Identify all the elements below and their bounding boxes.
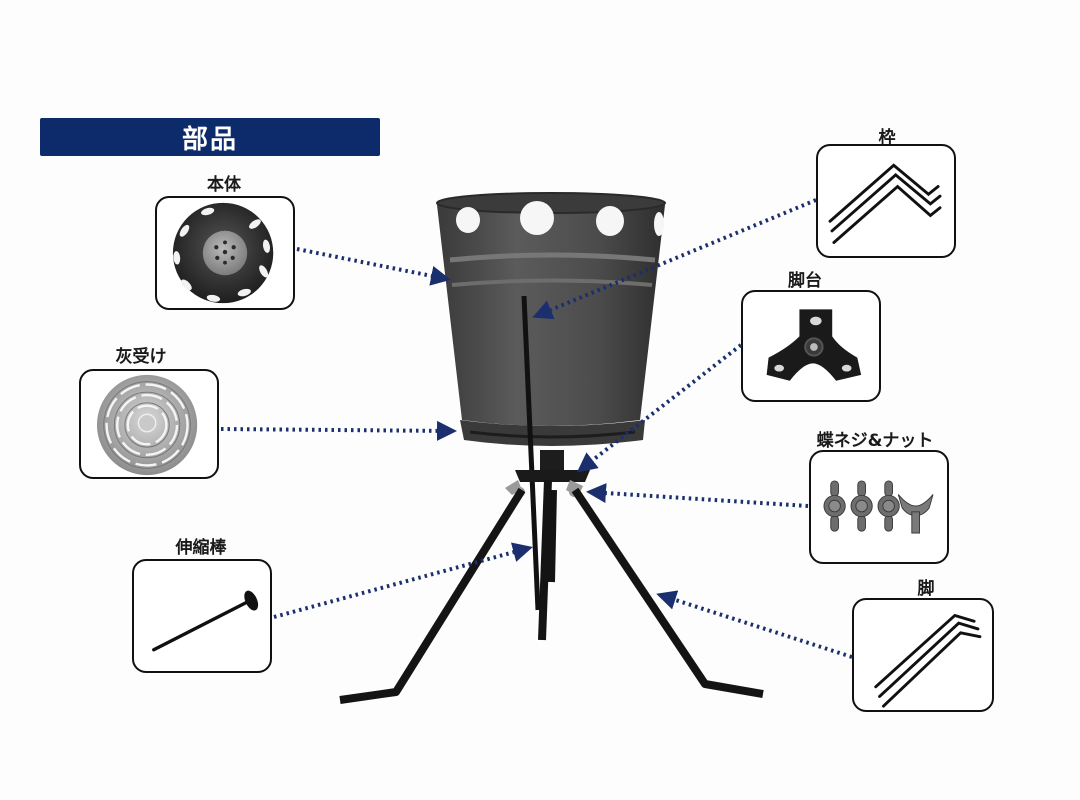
legs-wires-icon: [874, 613, 982, 708]
leader-ash-tray: [220, 420, 457, 441]
part-box-wing-screws: [809, 450, 949, 564]
part-box-leg-base: [741, 290, 881, 402]
frame-wires-icon: [828, 163, 942, 244]
part-label-leg-base: 脚台: [788, 271, 822, 291]
part-box-ash-tray: [79, 369, 219, 479]
part-box-legs: [852, 598, 994, 712]
leader-legs: [656, 590, 853, 659]
part-label-wing-screws: 蝶ネジ&ナット: [816, 431, 934, 451]
leader-wing-screws: [586, 483, 809, 508]
leader-body: [296, 247, 451, 286]
bucket-top-view-icon: [172, 202, 274, 304]
part-label-body: 本体: [207, 175, 241, 195]
part-label-telescopic-rod: 伸縮棒: [175, 538, 227, 558]
section-header: 部品: [40, 118, 380, 156]
part-label-frame: 枠: [878, 128, 896, 148]
leader-leg-base: [576, 343, 743, 473]
part-box-body: [155, 196, 295, 310]
wing-nut-icon: [823, 480, 934, 534]
ash-tray-icon: [96, 374, 198, 476]
rod-icon: [152, 590, 259, 652]
part-label-legs: 脚: [917, 579, 935, 599]
part-box-frame: [816, 144, 956, 258]
part-label-ash-tray: 灰受け: [115, 347, 167, 367]
tripod-hub-icon: [766, 309, 862, 381]
leader-telescopic-rod: [273, 542, 533, 619]
section-title: 部品: [181, 124, 238, 155]
part-box-telescopic-rod: [132, 559, 272, 673]
